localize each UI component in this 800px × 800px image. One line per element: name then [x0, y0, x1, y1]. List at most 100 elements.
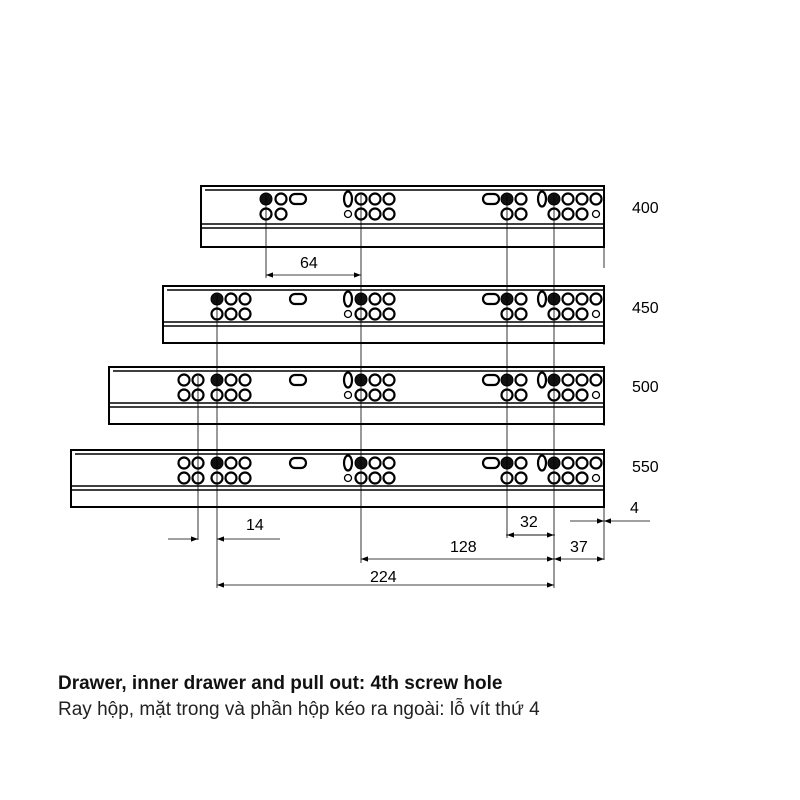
rail-550-midright-top-hole-2 — [514, 456, 528, 470]
caption-vietnamese: Ray hộp, mặt trong và phần hộp kéo ra ng… — [58, 699, 540, 720]
rail-500-size-label: 500 — [632, 379, 659, 396]
dimension-64-arrow-right — [354, 272, 361, 278]
dimension-37-arrow-right — [597, 556, 604, 562]
rail-500 — [108, 366, 605, 425]
rail-500-right-bot-hole-3 — [591, 390, 601, 400]
rail-500-left-top-hole-1 — [224, 373, 238, 387]
rail-500-center-top-hole-0 — [342, 371, 354, 389]
rail-400-right-bot-hole-2 — [575, 207, 589, 221]
rail-450-center-top-hole-3 — [382, 292, 396, 306]
rail-550-size-label: 550 — [632, 459, 659, 476]
rail-400-left-top-hole-2 — [288, 192, 308, 206]
dimension-37-label: 37 — [570, 539, 588, 556]
rail-450-center-bot-hole-2 — [368, 307, 382, 321]
rail-450-slot — [288, 292, 308, 306]
guide-lines — [197, 186, 605, 588]
rail-400-midright-top-hole-2 — [514, 192, 528, 206]
rail-400-left-bot-hole-1 — [274, 207, 288, 221]
rail-450-size-label: 450 — [632, 300, 659, 317]
dimension-64-arrow-left — [266, 272, 273, 278]
rail-550-center-top-hole-0 — [342, 454, 354, 472]
rail-500-right-bot-hole-1 — [561, 388, 575, 402]
dimension-32-right-arrow — [547, 532, 554, 538]
rail-400-right-top-hole-3 — [575, 192, 589, 206]
rail-450-midright-top-hole-2 — [514, 292, 528, 306]
rail-500-slot — [288, 373, 308, 387]
rail-450-center-top-hole-2 — [368, 292, 382, 306]
rail-400-right-bot-hole-1 — [561, 207, 575, 221]
rail-550-left-bot-hole-1 — [224, 471, 238, 485]
dimension-128-arrow-right — [547, 556, 554, 562]
rail-550-center-bot-hole-2 — [368, 471, 382, 485]
rail-400-right-bot-hole-3 — [591, 209, 601, 219]
rail-550 — [70, 449, 605, 508]
rail-500-far-top-hole-0 — [177, 373, 191, 387]
rail-550-center-bot-hole-0 — [343, 473, 353, 483]
dimension-14-label: 14 — [246, 517, 264, 534]
rail-400-left-top-hole-1 — [274, 192, 288, 206]
rail-500-center-top-hole-2 — [368, 373, 382, 387]
rail-500-right-bot-hole-2 — [575, 388, 589, 402]
dimension-32-label: 32 — [520, 514, 538, 531]
rail-550-center-top-hole-2 — [368, 456, 382, 470]
rail-400-right-top-hole-4 — [589, 192, 603, 206]
rail-550-center-bot-hole-3 — [382, 471, 396, 485]
rail-500-left-bot-hole-1 — [224, 388, 238, 402]
rail-450 — [162, 285, 605, 344]
rail-450-midright-top-hole-0 — [481, 292, 501, 306]
rail-450-left-bot-hole-1 — [224, 307, 238, 321]
rail-450-left-top-hole-2 — [238, 292, 252, 306]
rail-550-far-top-hole-0 — [177, 456, 191, 470]
rail-450-left-top-hole-1 — [224, 292, 238, 306]
rail-400-midright-top-hole-0 — [481, 192, 501, 206]
rail-450-center-bot-hole-3 — [382, 307, 396, 321]
rail-450-center-top-hole-0 — [342, 290, 354, 308]
rail-450-right-top-hole-3 — [575, 292, 589, 306]
rail-450-right-bot-hole-1 — [561, 307, 575, 321]
rail-450-right-top-hole-0 — [536, 290, 548, 308]
rail-450-center-bot-hole-0 — [343, 309, 353, 319]
drawer-rail-diagram: 400 450 500 550 64 14 32 4 128 37 224 — [70, 185, 659, 588]
rail-400-center-top-hole-0 — [342, 190, 354, 208]
rail-550-right-bot-hole-1 — [561, 471, 575, 485]
rail-500-midright-top-hole-0 — [481, 373, 501, 387]
rail-500-center-bot-hole-2 — [368, 388, 382, 402]
rail-500-midright-top-hole-2 — [514, 373, 528, 387]
rail-450-right-bot-hole-2 — [575, 307, 589, 321]
rail-450-right-top-hole-2 — [561, 292, 575, 306]
dimension-37-arrow-left — [554, 556, 561, 562]
rail-450-midright-bot-hole-1 — [514, 307, 528, 321]
rail-500-center-bot-hole-0 — [343, 390, 353, 400]
rail-400-center-bot-hole-2 — [368, 207, 382, 221]
rail-550-slot — [288, 456, 308, 470]
dimension-128-arrow-left — [361, 556, 368, 562]
rail-550-right-bot-hole-2 — [575, 471, 589, 485]
dimension-4-left-arrow — [597, 518, 604, 524]
rail-500-right-top-hole-2 — [561, 373, 575, 387]
rail-400-right-top-hole-2 — [561, 192, 575, 206]
dimension-lines — [168, 272, 650, 588]
rail-400-center-bot-hole-0 — [343, 209, 353, 219]
dimension-4-label: 4 — [630, 500, 639, 517]
dimension-4-right-arrow — [604, 518, 611, 524]
rail-500-center-bot-hole-3 — [382, 388, 396, 402]
rail-550-midright-top-hole-0 — [481, 456, 501, 470]
rail-500-left-top-hole-2 — [238, 373, 252, 387]
rail-550-left-top-hole-2 — [238, 456, 252, 470]
rails-layer — [70, 185, 605, 508]
rail-500-far-bot-hole-0 — [177, 388, 191, 402]
dimension-14-inner-arrow — [217, 536, 224, 542]
dimension-224-arrow-right — [547, 582, 554, 588]
rail-550-right-bot-hole-3 — [591, 473, 601, 483]
rail-400-size-label: 400 — [632, 200, 659, 217]
rail-400-center-bot-hole-3 — [382, 207, 396, 221]
dimension-224-arrow-left — [217, 582, 224, 588]
rail-500-left-bot-hole-2 — [238, 388, 252, 402]
rail-450-right-bot-hole-3 — [591, 309, 601, 319]
rail-550-far-bot-hole-0 — [177, 471, 191, 485]
rail-400-center-top-hole-3 — [382, 192, 396, 206]
rail-450-left-bot-hole-2 — [238, 307, 252, 321]
dimension-128-label: 128 — [450, 539, 477, 556]
rail-550-left-top-hole-1 — [224, 456, 238, 470]
dimension-224-label: 224 — [370, 569, 397, 586]
